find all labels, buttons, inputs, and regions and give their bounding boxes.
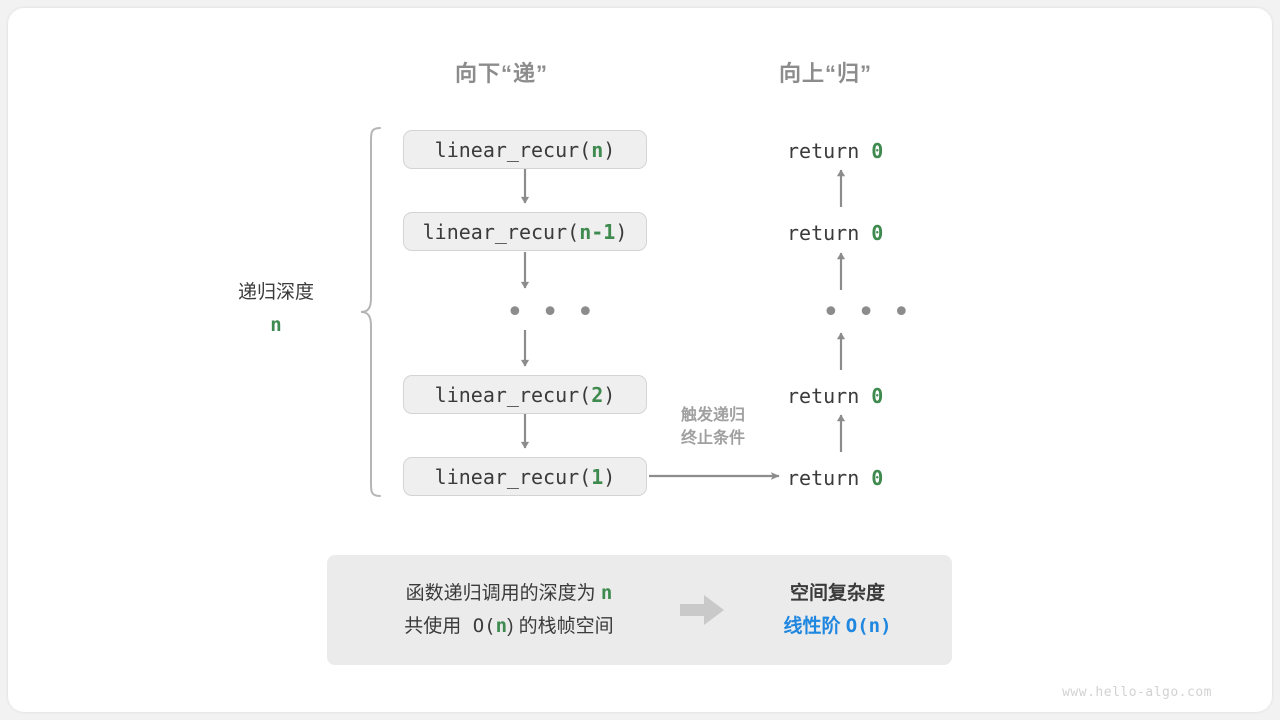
return-statement-1: return 0 [787,139,883,163]
summary-line-2-suffix: ) 的栈帧空间 [507,616,614,637]
recursion-depth-text: 递归深度 [237,282,314,303]
call-frame-box-2: linear_recur(2) [403,375,647,414]
summary-line-1-text: 函数递归调用的深度为 [405,583,601,604]
return-value: 0 [871,384,884,408]
return-value: 0 [871,139,884,163]
call-frame-arg: 1 [591,464,604,489]
summary-line-1: 函数递归调用的深度为 n [351,577,667,610]
return-keyword: return [787,466,860,490]
call-frame-close: ) [603,137,616,162]
summary-result-value: 线性阶 O(n) [737,610,938,643]
termination-note-line1: 触发递归 [680,407,745,424]
call-frame-close: ) [603,382,616,407]
call-frame-close: ) [615,219,628,244]
recursion-depth-variable: n [270,314,282,336]
summary-result-value-mono: O(n) [845,615,892,637]
call-frame-name: linear_recur( [434,382,592,407]
call-frame-box-1: linear_recur(1) [403,457,647,496]
return-stack-ellipsis: • • • [822,295,915,330]
call-frame-arg: 2 [591,382,604,407]
summary-line-2: 共使用 O(n) 的栈帧空间 [351,610,667,643]
column-header-descend: 向下“递” [455,61,549,86]
call-frame-close: ) [603,464,616,489]
summary-description: 函数递归调用的深度为 n 共使用 O(n) 的栈帧空间 [327,577,667,643]
return-keyword: return [787,221,860,245]
return-statement-2: return 0 [787,221,883,245]
right-arrow-icon [667,593,737,627]
depth-brace [358,126,384,498]
call-frame-name: linear_recur( [434,464,592,489]
recursion-depth-label: 递归深度 n [196,277,356,341]
call-stack-ellipsis: • • • [506,295,599,330]
return-statement-3: return 0 [787,384,883,408]
return-value: 0 [871,221,884,245]
termination-condition-note: 触发递归 终止条件 [653,404,773,450]
summary-result: 空间复杂度 线性阶 O(n) [737,577,952,643]
call-frame-name: linear_recur( [422,219,580,244]
summary-result-title: 空间复杂度 [789,583,885,604]
column-header-ascend: 向上“归” [779,61,873,86]
call-frame-name: linear_recur( [434,137,592,162]
summary-result-value-text: 线性阶 [783,616,846,637]
summary-panel: 函数递归调用的深度为 n 共使用 O(n) 的栈帧空间 空间复杂度 线性阶 O(… [327,555,952,665]
termination-note-line2: 终止条件 [680,430,745,447]
call-frame-box-n: linear_recur(n) [403,130,647,169]
call-frame-box-n-minus-1: linear_recur(n-1) [403,212,647,251]
return-keyword: return [787,139,860,163]
call-frame-arg: n [591,137,604,162]
summary-line-2-prefix: 共使用 O( [404,615,496,637]
return-value: 0 [871,466,884,490]
summary-line-2-variable: n [495,615,508,637]
return-statement-4: return 0 [787,466,883,490]
watermark: www.hello-algo.com [1062,685,1212,700]
return-keyword: return [787,384,860,408]
call-frame-arg: n-1 [579,219,616,244]
summary-line-1-variable: n [600,582,613,604]
